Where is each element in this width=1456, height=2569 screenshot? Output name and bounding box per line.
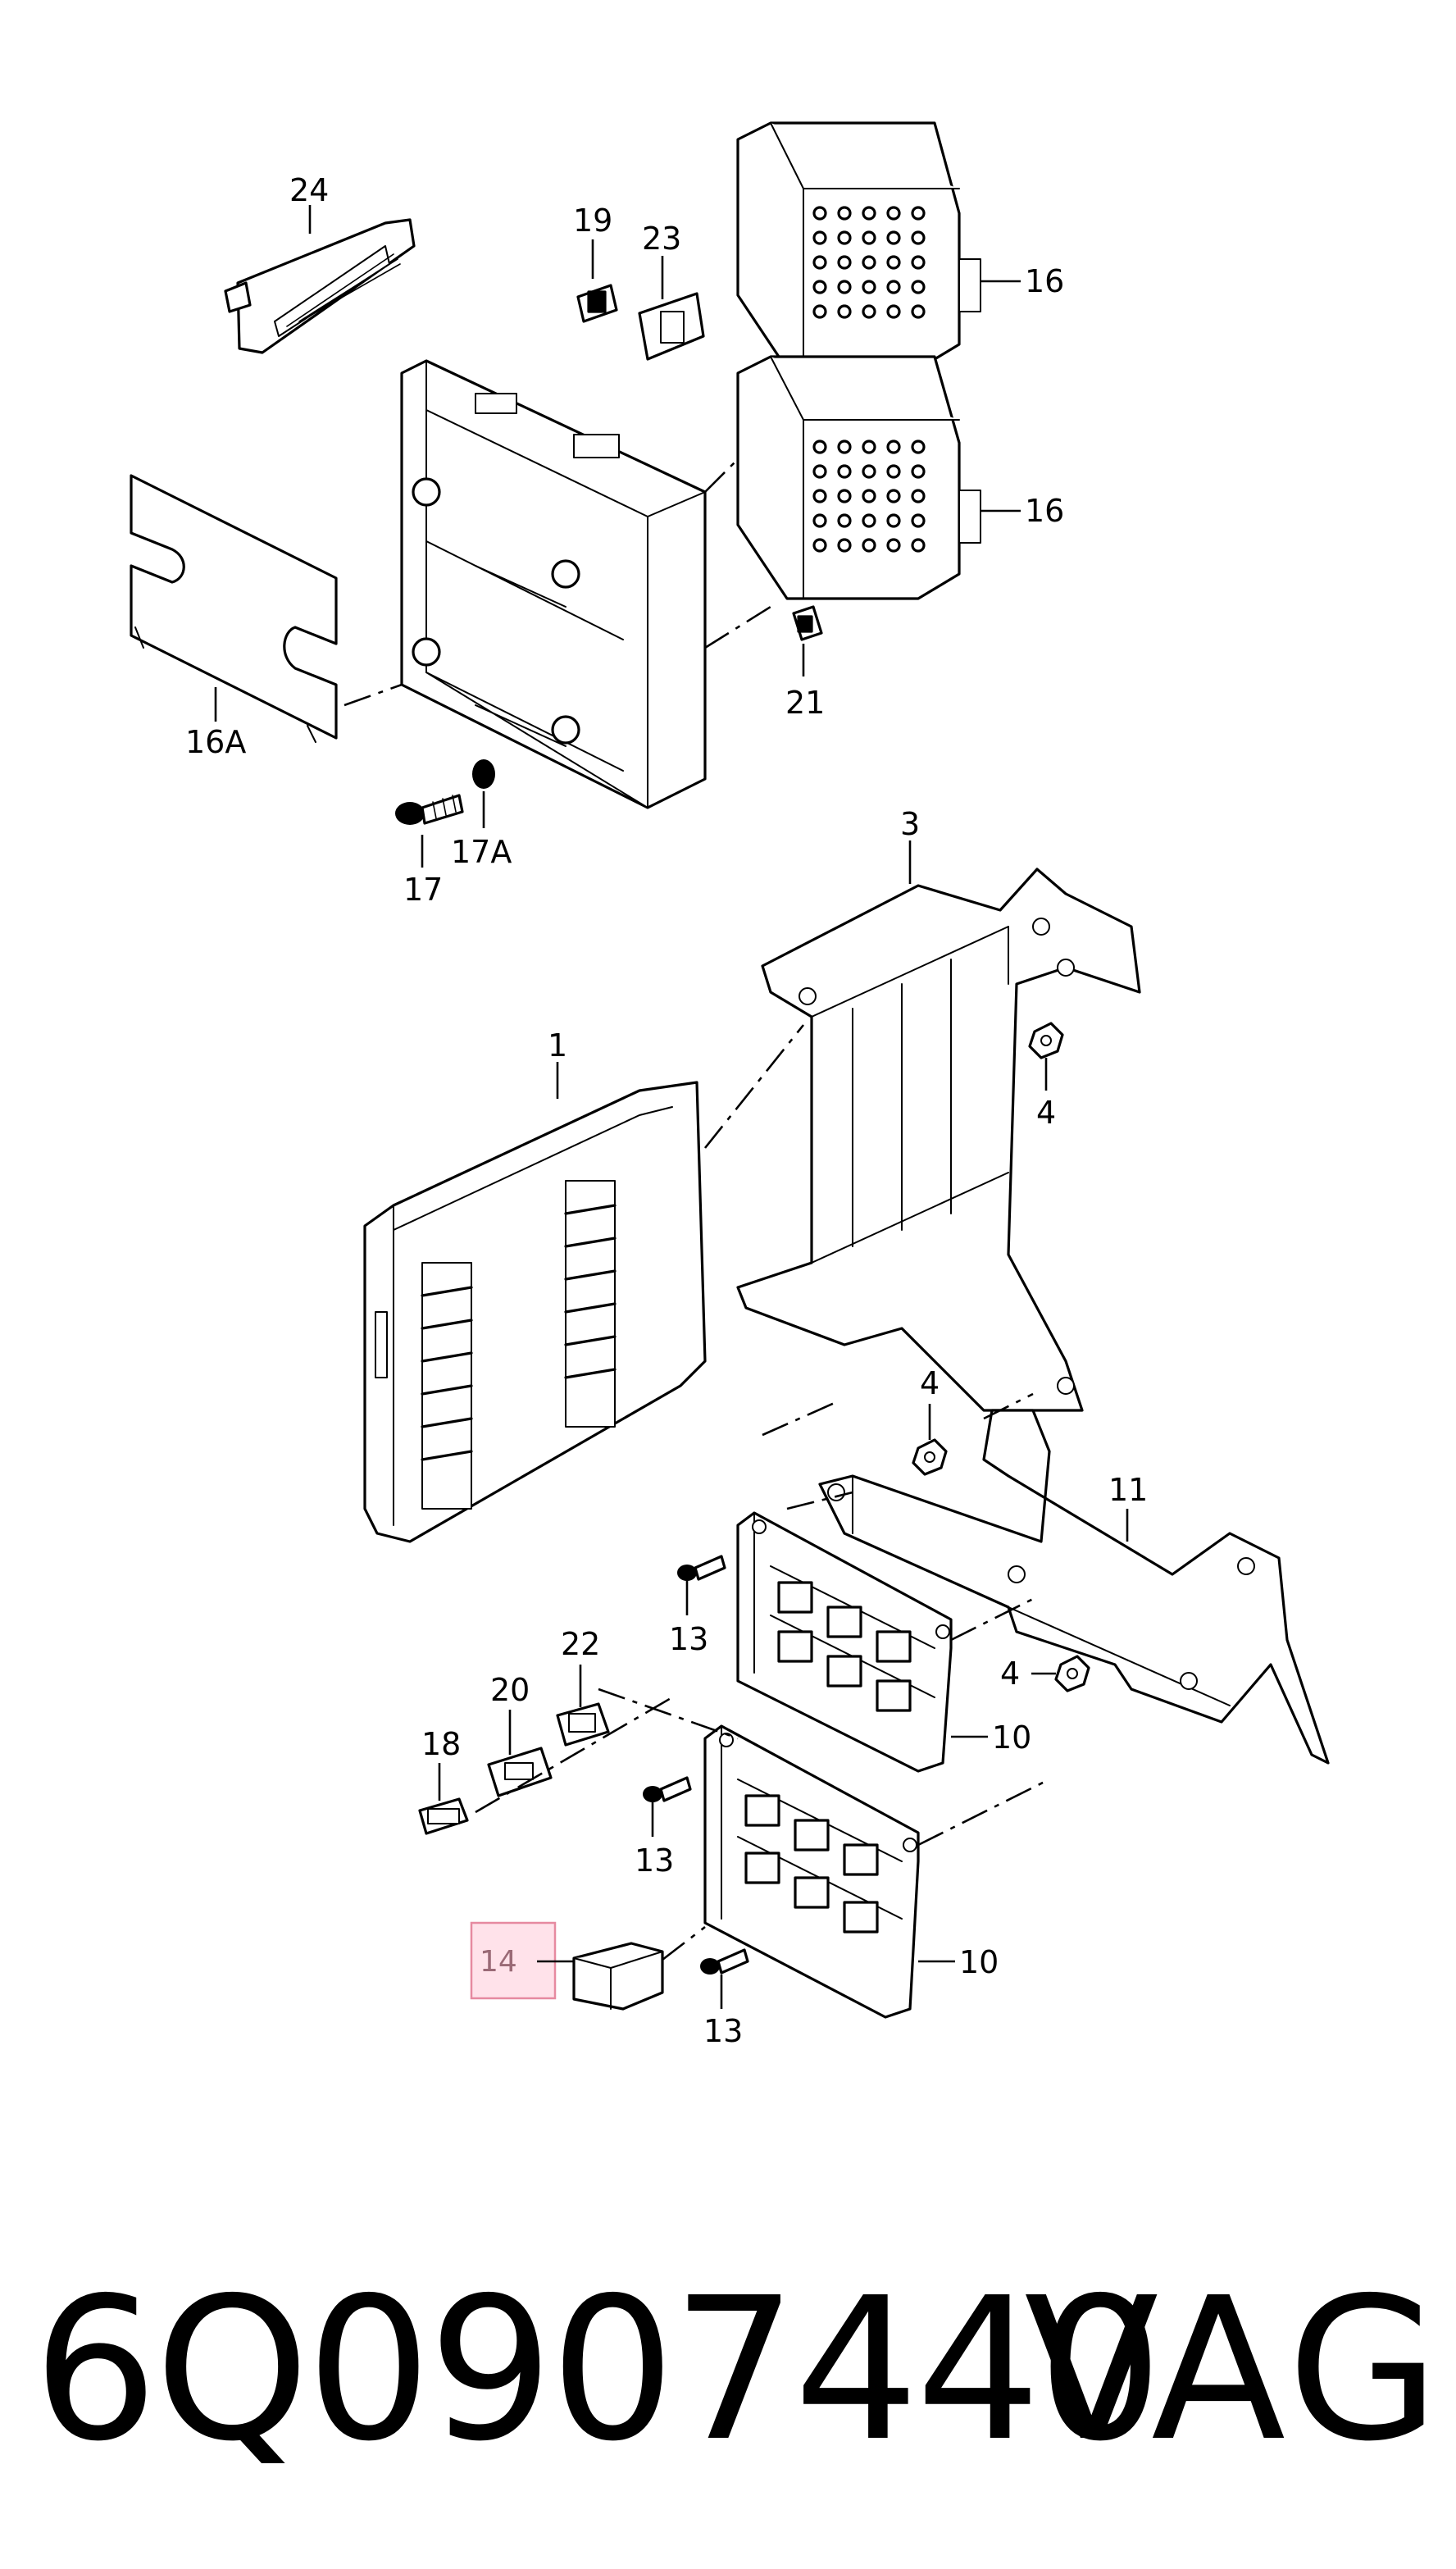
- callout-16-upper: 16: [1025, 263, 1064, 299]
- part-20-fuse-holder: [556, 1702, 610, 1747]
- callout-20: 22: [561, 1626, 600, 1662]
- exploded-parts-diagram: 14 24 19 23 16 16 16A 21 17 17A 3 1 4 4 …: [130, 121, 1330, 2049]
- callout-13-mid: 13: [635, 1842, 674, 1879]
- part-19-fuse-holder: [487, 1747, 553, 1797]
- assembly-lines: [344, 458, 1050, 1961]
- part-23-fuse: [638, 292, 705, 361]
- part-10-relay-carrier-lower: [703, 1724, 920, 2019]
- callout-13-top: 13: [669, 1621, 708, 1657]
- callout-17A: 17A: [451, 834, 512, 870]
- part-17-screw: [395, 794, 464, 825]
- part-18-fuse: [418, 1797, 469, 1835]
- callout-23: 23: [642, 221, 681, 257]
- part-4-nut-top: [1028, 1022, 1064, 1059]
- part-13-screw-top: [677, 1555, 726, 1581]
- callout-4-bottom: 4: [1000, 1656, 1020, 1692]
- callout-19: 20: [490, 1672, 530, 1708]
- part-21-fuse: [576, 284, 618, 323]
- callout-13-bottom: 13: [703, 2013, 743, 2049]
- callout-10-lower: 10: [959, 1944, 999, 1980]
- part-1-control-unit: [363, 1081, 707, 1543]
- callout-labels: 24 19 23 16 16 16A 21 17 17A 3 1 4 4 11 …: [185, 172, 1148, 2049]
- footer: 6Q0907440 VAG: [0, 2247, 1456, 2493]
- callout-21: 19: [573, 203, 612, 239]
- callout-14: 14: [480, 1945, 517, 1979]
- leader-lines: [214, 205, 1129, 2009]
- callout-24: 24: [289, 172, 329, 208]
- part-4-nut-bottom: [1054, 1655, 1090, 1692]
- callout-1: 1: [548, 1027, 567, 1064]
- callout-18: 18: [421, 1726, 461, 1762]
- part-11-support: [818, 1409, 1330, 1765]
- callout-11: 11: [1108, 1472, 1148, 1508]
- part-4-nut-mid: [912, 1438, 948, 1476]
- part-13-screw-mid: [643, 1776, 692, 1802]
- callout-17: 17: [403, 872, 443, 908]
- callout-4-mid: 4: [920, 1365, 940, 1401]
- part-13-screw-bottom: [700, 1948, 749, 1975]
- part-24-fuse-puller: [224, 218, 416, 354]
- part-10-relay-carrier-upper: [736, 1511, 953, 1773]
- part-16-connector-lower: [736, 355, 981, 600]
- part-22-fuse: [792, 605, 823, 641]
- part-3-bracket: [736, 868, 1141, 1412]
- part-16A-cover: [130, 474, 338, 743]
- part-14-relay: [572, 1942, 664, 2011]
- callout-16A: 16A: [185, 724, 246, 760]
- callout-22: 21: [785, 685, 825, 721]
- part-number: 6Q0907440: [33, 2255, 1163, 2485]
- fuse-box-housing: [400, 359, 707, 809]
- callout-14-highlight[interactable]: 14: [470, 1921, 574, 2000]
- part-16-connector-upper: [736, 121, 981, 371]
- callout-4-top: 4: [1036, 1095, 1056, 1131]
- callout-10-upper: 10: [992, 1719, 1031, 1756]
- brand-name: VAG: [1024, 2255, 1445, 2485]
- callout-3: 3: [900, 806, 920, 842]
- part-17A-washer: [472, 759, 495, 789]
- callout-16-lower: 16: [1025, 493, 1064, 529]
